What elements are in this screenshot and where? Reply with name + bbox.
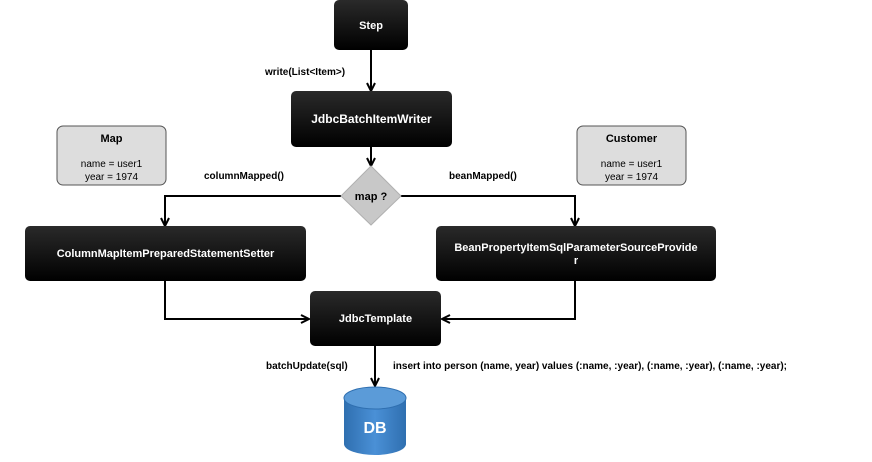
map-decision-node: map ? [340,165,402,226]
column-map-setter-label: ColumnMapItemPreparedStatementSetter [57,248,275,260]
column-map-setter-node: ColumnMapItemPreparedStatementSetter [25,226,306,281]
jdbc-template-node: JdbcTemplate [310,291,441,346]
jdbc-batch-item-writer-label: JdbcBatchItemWriter [311,112,432,126]
db-cylinder: DB [343,386,407,455]
sql-statement-label: insert into person (name, year) values (… [393,361,787,372]
map-note-line1: name = user1 [81,159,143,170]
column-mapped-edge-label: columnMapped() [204,171,284,182]
edge-decision-to-column-setter [165,195,341,225]
bean-property-provider-node: BeanPropertyItemSqlParameterSourceProvid… [436,226,716,281]
map-note: Map name = user1 year = 1974 [56,125,167,186]
map-decision-label: map ? [355,191,388,203]
bean-property-provider-label-line2: r [574,255,579,267]
map-note-line2: year = 1974 [85,172,139,183]
edge-decision-to-bean-provider [401,195,575,225]
customer-note-line1: name = user1 [601,159,663,170]
write-edge-label: write(List<Item>) [264,67,345,78]
customer-note-line2: year = 1974 [605,172,659,183]
customer-note: Customer name = user1 year = 1974 [576,125,687,186]
jdbc-batch-item-writer-node: JdbcBatchItemWriter [291,91,452,147]
bean-property-provider-label-line1: BeanPropertyItemSqlParameterSourceProvid… [454,242,697,254]
jdbc-template-label: JdbcTemplate [339,313,412,325]
step-label: Step [359,20,383,32]
batch-update-edge-label: batchUpdate(sql) [266,361,348,372]
edge-column-setter-to-jdbc-template [164,281,308,319]
db-label: DB [363,420,386,437]
edge-bean-provider-to-jdbc-template [443,281,576,319]
customer-note-title: Customer [606,133,658,145]
edges [165,50,575,385]
bean-mapped-edge-label: beanMapped() [449,171,517,182]
map-note-title: Map [101,133,123,145]
step-node: Step [334,0,408,50]
